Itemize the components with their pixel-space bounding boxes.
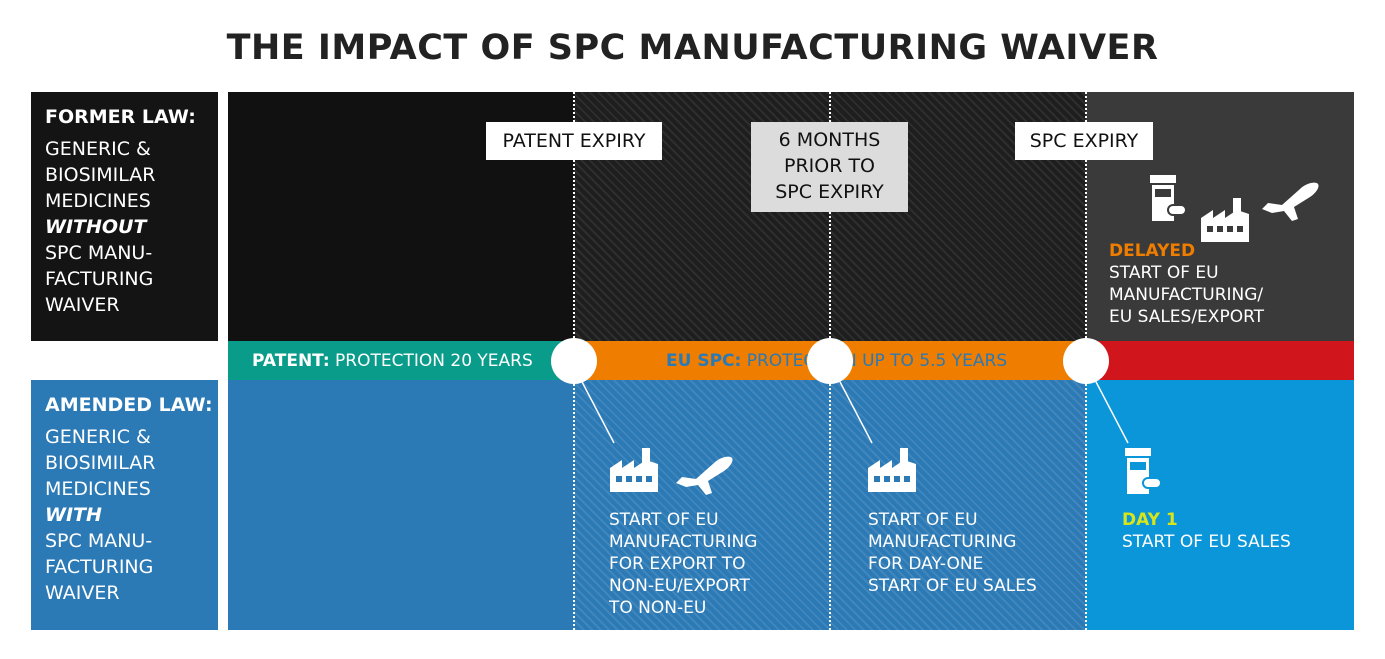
amended-law-heading: AMENDED LAW:: [45, 394, 213, 416]
former-outcome-line: MANUFACTURING/: [1109, 285, 1264, 305]
factory-icon: [610, 448, 658, 492]
amended-law-panel-patent-period: [228, 380, 574, 630]
amended-law-panel-after-spc: [1086, 380, 1354, 630]
airplane-icon: [674, 455, 734, 495]
former-law-line: BIOSIMILAR: [45, 164, 156, 186]
former-outcome-line: EU SALES/EXPORT: [1109, 307, 1265, 327]
factory-icon: [868, 448, 916, 492]
six-months-line-3: SPC EXPIRY: [775, 181, 884, 203]
amended-law-line: WAIVER: [45, 582, 120, 604]
former-law-line-without: WITHOUT: [45, 216, 147, 238]
patent-bar-text: PATENT: PROTECTION 20 YEARS: [252, 351, 533, 371]
export-outcome-line: MANUFACTURING: [609, 532, 758, 552]
day-one-outcome-text: START OF EU MANUFACTURING FOR DAY-ONE ST…: [868, 509, 1037, 597]
day-1-label: DAY 1: [1122, 510, 1178, 530]
export-outcome-line: FOR EXPORT TO: [609, 554, 746, 574]
six-months-marker: [807, 338, 853, 384]
former-outcome-text: DELAYED START OF EU MANUFACTURING/ EU SA…: [1109, 240, 1264, 328]
export-outcome-line: NON-EU/EXPORT: [609, 576, 750, 596]
day-one-outcome-line: MANUFACTURING: [868, 532, 1017, 552]
six-months-label: 6 MONTHS PRIOR TO SPC EXPIRY: [751, 122, 908, 212]
post-spc-bar: [1086, 341, 1354, 380]
six-months-line-1: 6 MONTHS: [778, 129, 881, 151]
spc-expiry-marker: [1063, 338, 1109, 384]
former-law-line: GENERIC &: [45, 138, 151, 160]
amended-law-line: FACTURING: [45, 556, 154, 578]
pill-bottle-icon: [1146, 175, 1188, 223]
amended-law-line: GENERIC &: [45, 426, 151, 448]
export-outcome-line: START OF EU: [609, 510, 719, 530]
factory-icon: [1201, 198, 1249, 242]
day-one-outcome-line: START OF EU: [868, 510, 978, 530]
patent-bar-value: PROTECTION 20 YEARS: [335, 351, 533, 371]
patent-protection-bar: [228, 341, 574, 380]
former-law-box: FORMER LAW: GENERIC & BIOSIMILAR MEDICIN…: [31, 92, 218, 341]
amended-law-line: MEDICINES: [45, 478, 151, 500]
pill-bottle-icon: [1121, 448, 1163, 496]
former-law-line: SPC MANU-: [45, 242, 153, 264]
amended-law-line: BIOSIMILAR: [45, 452, 156, 474]
export-outcome-text: START OF EU MANUFACTURING FOR EXPORT TO …: [609, 509, 757, 619]
day-one-outcome-line: START OF EU SALES: [868, 576, 1037, 596]
amended-law-line: SPC MANU-: [45, 530, 153, 552]
spc-expiry-label: SPC EXPIRY: [1015, 122, 1153, 160]
airplane-icon: [1260, 181, 1320, 221]
day-one-outcome-line: FOR DAY-ONE: [868, 554, 984, 574]
delayed-label: DELAYED: [1109, 241, 1196, 261]
patent-expiry-marker: [551, 338, 597, 384]
six-months-line-2: PRIOR TO: [783, 155, 876, 177]
patent-bar-label: PATENT:: [252, 351, 330, 371]
former-outcome-line: START OF EU: [1109, 263, 1219, 283]
export-outcome-line: TO NON-EU: [609, 598, 707, 618]
former-law-heading: FORMER LAW:: [45, 106, 196, 128]
sales-outcome-text: DAY 1 START OF EU SALES: [1122, 509, 1291, 553]
former-law-line: WAIVER: [45, 294, 120, 316]
former-law-line: MEDICINES: [45, 190, 151, 212]
amended-law-box: AMENDED LAW: GENERIC & BIOSIMILAR MEDICI…: [31, 380, 218, 630]
amended-law-line-with: WITH: [45, 504, 102, 526]
spc-bar-label: EU SPC:: [666, 351, 742, 371]
former-law-line: FACTURING: [45, 268, 154, 290]
page-title: THE IMPACT OF SPC MANUFACTURING WAIVER: [226, 28, 1159, 68]
sales-outcome-line: START OF EU SALES: [1122, 532, 1291, 552]
patent-expiry-label: PATENT EXPIRY: [486, 122, 662, 160]
